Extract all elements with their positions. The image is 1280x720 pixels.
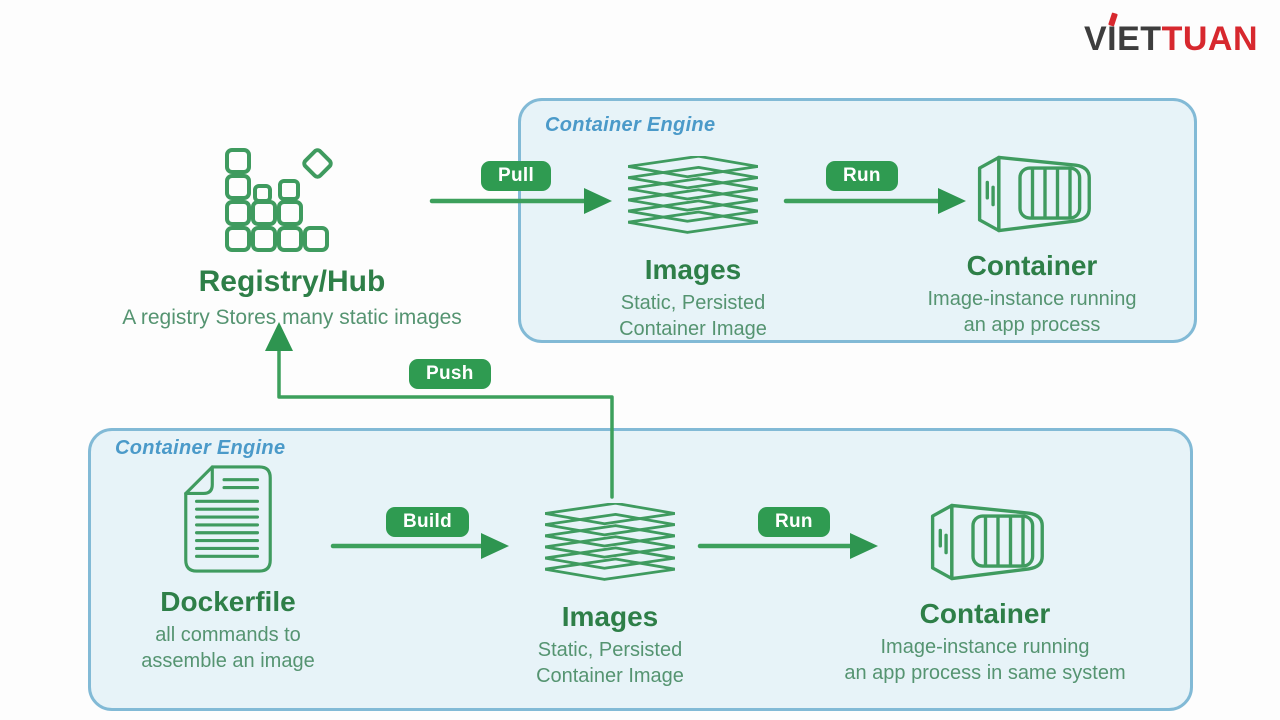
registry-subtitle: A registry Stores many static images [122, 306, 462, 329]
container-engine-label-top: Container Engine [545, 114, 716, 136]
logo-part1: VIET [1083, 20, 1162, 58]
build-badge: Build [386, 507, 469, 537]
images-node-top: Images Static, Persisted Container Image [593, 156, 793, 342]
registry-title: Registry/Hub [198, 265, 386, 298]
registry-grid-icon [224, 148, 333, 252]
images-stack-icon [545, 503, 675, 581]
run-badge-bottom: Run [758, 507, 830, 537]
images-stack-icon [628, 156, 758, 234]
run-badge-top: Run [826, 161, 898, 191]
dockerfile-document-icon [184, 465, 272, 573]
pull-badge: Pull [481, 161, 552, 191]
container-subtitle: Image-instance running an app process [927, 288, 1137, 336]
container-engine-label-bottom: Container Engine [115, 437, 286, 459]
container-engine-box-bottom [88, 428, 1193, 711]
images-title: Images [561, 601, 659, 632]
push-badge: Push [409, 359, 491, 389]
shipping-container-icon [930, 503, 1044, 581]
images-node-bottom: Images Static, Persisted Container Image [510, 503, 710, 689]
shipping-container-icon [977, 155, 1091, 233]
container-node-bottom: Container Image-instance running an app … [805, 498, 1165, 686]
container-title: Container [966, 250, 1098, 281]
images-subtitle: Static, Persisted Container Image [619, 292, 767, 340]
dockerfile-title: Dockerfile [160, 586, 296, 617]
container-title: Container [919, 598, 1051, 629]
images-subtitle: Static, Persisted Container Image [536, 639, 684, 687]
viettuan-logo: VIETTUAN [1083, 12, 1258, 58]
dockerfile-subtitle: all commands to assemble an image [141, 624, 315, 672]
logo-part2: TUAN [1161, 20, 1258, 58]
images-title: Images [644, 254, 742, 285]
registry-hub-node: Registry/Hub A registry Stores many stat… [92, 148, 492, 332]
dockerfile-node: Dockerfile all commands to assemble an i… [108, 464, 348, 674]
container-node-top: Container Image-instance running an app … [882, 150, 1182, 338]
container-subtitle: Image-instance running an app process in… [844, 636, 1126, 684]
